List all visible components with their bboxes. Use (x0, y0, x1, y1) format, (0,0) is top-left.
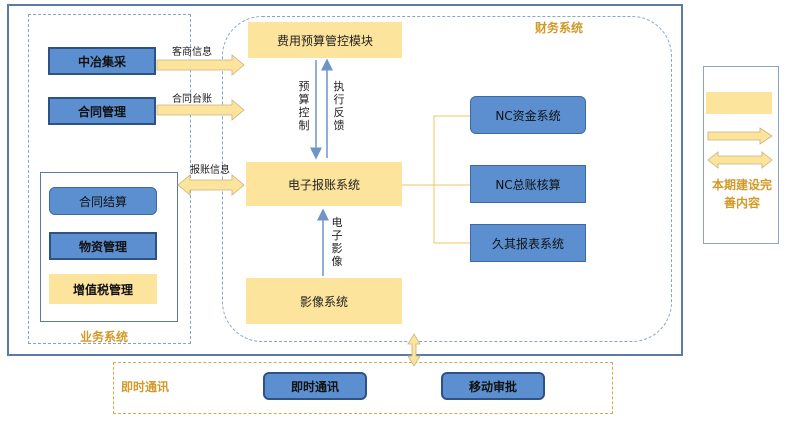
legend-yellow-box (706, 92, 772, 114)
electronic-expense-system[interactable]: 电子报账系统 (246, 162, 402, 206)
nc-ledger-accounting[interactable]: NC总账核算 (470, 165, 586, 203)
arrow-contract-to-budget (156, 99, 245, 121)
business-system-frame (28, 14, 191, 344)
nc-fund-system[interactable]: NC资金系统 (470, 96, 586, 134)
instant-messaging-frame (113, 362, 613, 414)
arrow-expense-info-double (177, 174, 245, 196)
label-electronic-image: 电子影像 (331, 216, 343, 268)
legend-arrow-icon (707, 127, 773, 145)
label-execution-feedback: 执行反馈 (333, 80, 345, 132)
jiuqi-report-system[interactable]: 久其报表系统 (470, 224, 586, 262)
im-item-mobile-approval[interactable]: 移动审批 (441, 372, 545, 400)
business-item-material-management[interactable]: 物资管理 (49, 232, 157, 260)
im-item-instant-messaging[interactable]: 即时通讯 (263, 372, 367, 400)
business-item-procurement[interactable]: 中冶集采 (48, 47, 156, 75)
legend-frame (703, 66, 779, 244)
arrow-procurement-to-budget (156, 54, 245, 76)
business-item-vat-management[interactable]: 增值税管理 (49, 274, 157, 304)
main-frame (7, 4, 683, 356)
finance-system-frame (222, 16, 672, 342)
finance-system-title: 财务系统 (535, 21, 584, 35)
arrow-im-double (407, 333, 421, 367)
legend-text: 本期建设完善内容 (711, 178, 772, 210)
legend-double-arrow-icon (707, 151, 773, 169)
business-system-title: 业务系统 (80, 330, 129, 344)
nc-connector-lines (402, 115, 470, 244)
label-expense-info: 报账信息 (190, 165, 230, 176)
budget-control-module[interactable]: 费用预算管控模块 (248, 22, 402, 58)
business-item-contract-settlement[interactable]: 合同结算 (49, 187, 157, 215)
business-item-contract-management[interactable]: 合同管理 (48, 97, 156, 125)
label-budget-control: 预算控制 (298, 80, 310, 132)
instant-messaging-title: 即时通讯 (121, 380, 170, 394)
label-contract-ledger: 合同台账 (172, 94, 212, 105)
label-procurement-info: 客商信息 (172, 47, 212, 58)
image-system[interactable]: 影像系统 (246, 278, 402, 324)
